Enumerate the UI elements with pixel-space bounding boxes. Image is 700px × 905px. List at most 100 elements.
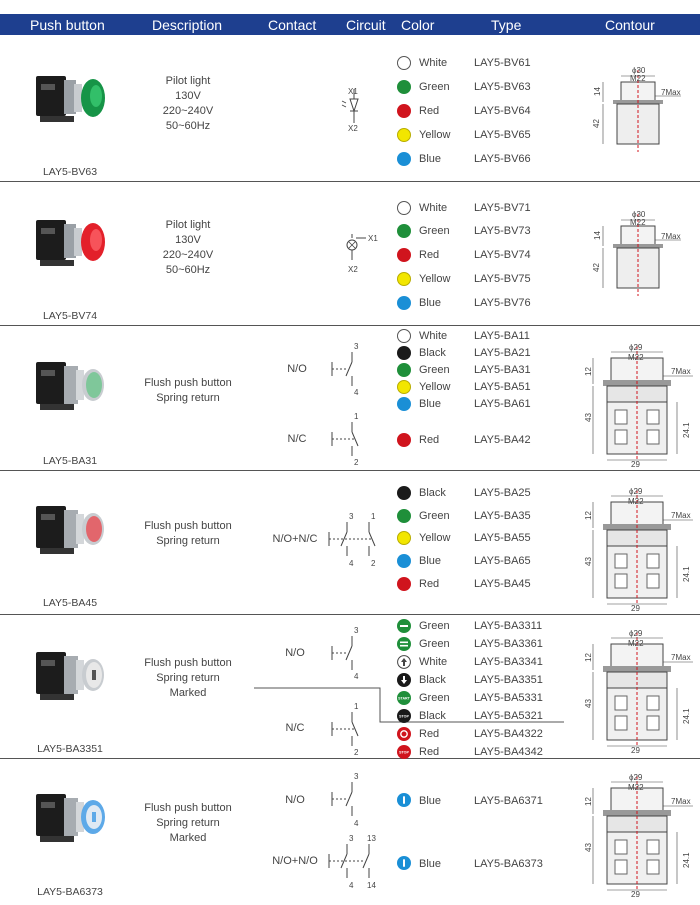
type-code: LAY5-BV64 [474, 105, 531, 117]
push-button-red-image [36, 506, 104, 554]
svg-text:ϕ29: ϕ29 [629, 343, 643, 352]
push-button-green-image [36, 362, 104, 410]
nc-contact-circuit: 1 2 [331, 702, 359, 757]
type-code: LAY5-BA55 [474, 532, 531, 544]
product-description: Pilot light 130V 220~240V 50~60Hz [162, 219, 214, 276]
type-code: LAY5-BA61 [474, 398, 531, 410]
svg-text:42: 42 [592, 263, 601, 272]
no-contact-circuit: 3 4 [331, 626, 359, 681]
product-description: Pilot light 130V 220~240V 50~60Hz [162, 75, 214, 132]
type-code: LAY5-BV66 [474, 153, 531, 165]
type-code: LAY5-BA6373 [474, 858, 543, 870]
info-mark-blue-icon [397, 793, 411, 807]
color-label: Black [419, 674, 446, 686]
svg-text:1: 1 [371, 512, 376, 521]
color-swatch-yellow [397, 531, 411, 545]
color-label: White [419, 656, 448, 668]
contour-drawing: ϕ29 M22 7Max 12 43 24.1 29 [584, 629, 693, 754]
svg-text:3: 3 [354, 772, 359, 781]
type-code: LAY5-BA21 [474, 347, 531, 359]
color-label: Black [419, 487, 446, 499]
type-code: LAY5-BA6371 [474, 795, 543, 807]
color-swatch-blue [397, 554, 411, 568]
color-label: Blue [419, 858, 442, 870]
terminal-label: X2 [348, 265, 358, 274]
product-name: LAY5-BV74 [42, 310, 98, 322]
pilot-lamp-circuit-diagram: X1 X2 [341, 87, 359, 133]
terminal-label: X1 [368, 234, 378, 243]
product-name: LAY5-BA45 [42, 597, 98, 609]
svg-text:3: 3 [354, 626, 359, 635]
color-label: Yellow [419, 381, 451, 393]
svg-text:1: 1 [354, 702, 359, 711]
product-name: LAY5-BV63 [42, 166, 98, 178]
pilot-light-green-image [36, 76, 105, 122]
svg-text:7Max: 7Max [671, 797, 691, 806]
product-description: Flush push button Spring return Marked [144, 657, 232, 699]
svg-text:ϕ29: ϕ29 [629, 629, 643, 638]
terminal-label: X1 [348, 87, 358, 96]
svg-text:ϕ29: ϕ29 [629, 487, 643, 496]
nc-contact-circuit: 1 2 [331, 412, 359, 467]
color-swatch-white [397, 329, 411, 343]
color-label: Green [419, 638, 450, 650]
svg-text:START: START [398, 697, 411, 701]
svg-text:STOP: STOP [399, 751, 409, 755]
svg-text:7Max: 7Max [671, 653, 691, 662]
product-description: Flush push button Spring return [144, 520, 232, 547]
no-contact-circuit: 3 4 [331, 342, 359, 397]
svg-text:12: 12 [584, 367, 593, 376]
no-nc-contact-circuit: 3 4 1 2 [328, 512, 376, 568]
product-name: LAY5-BA6373 [37, 886, 103, 898]
svg-text:42: 42 [592, 119, 601, 128]
svg-text:ϕ30: ϕ30 [632, 210, 646, 219]
color-swatch-green [397, 224, 411, 238]
svg-text:14: 14 [593, 87, 602, 96]
color-swatch-blue [397, 296, 411, 310]
type-code: LAY5-BA5321 [474, 710, 543, 722]
row-separator [0, 470, 700, 471]
color-swatch-green [397, 509, 411, 523]
type-code: LAY5-BA35 [474, 510, 531, 522]
color-swatch-black [397, 346, 411, 360]
type-code: LAY5-BA65 [474, 555, 531, 567]
color-label: Blue [419, 555, 442, 567]
svg-text:29: 29 [631, 604, 640, 612]
color-swatch-red [397, 104, 411, 118]
svg-text:3: 3 [349, 512, 354, 521]
color-label: Blue [419, 153, 442, 165]
color-swatch-blue [397, 397, 411, 411]
svg-text:43: 43 [584, 699, 593, 708]
row-separator [0, 181, 700, 182]
svg-text:4: 4 [349, 559, 354, 568]
svg-text:M22: M22 [630, 218, 646, 227]
color-label: Red [419, 105, 440, 117]
row-separator [0, 325, 700, 326]
type-code: LAY5-BV65 [474, 129, 531, 141]
header-contour: Contour [605, 17, 655, 33]
color-label: Green [419, 620, 450, 632]
header-contact: Contact [268, 17, 317, 33]
product-description: Flush push button Spring return Marked [144, 802, 232, 844]
row-separator [0, 758, 700, 759]
svg-text:14: 14 [593, 231, 602, 240]
svg-text:2: 2 [371, 559, 376, 568]
color-swatch-white [397, 201, 411, 215]
contact-type: N/C [287, 433, 307, 445]
svg-text:M22: M22 [628, 353, 644, 362]
type-code: LAY5-BV75 [474, 273, 531, 285]
type-code: LAY5-BA3361 [474, 638, 543, 650]
color-swatch-green [397, 363, 411, 377]
minus-mark-icon [397, 619, 411, 633]
svg-text:24.1: 24.1 [682, 566, 691, 582]
type-code: LAY5-BA42 [474, 434, 531, 446]
type-code: LAY5-BA45 [474, 578, 531, 590]
svg-text:7Max: 7Max [671, 511, 691, 520]
header-circuit: Circuit [346, 17, 386, 33]
contour-drawing: ϕ29 M22 7Max 12 43 24.1 29 [584, 773, 693, 898]
contour-drawing: ϕ30 M22 7Max 14 42 [592, 210, 681, 296]
type-code: LAY5-BV61 [474, 57, 531, 69]
contact-type: N/O+N/C [272, 533, 318, 545]
ring-mark-icon [397, 727, 411, 741]
svg-text:12: 12 [584, 653, 593, 662]
